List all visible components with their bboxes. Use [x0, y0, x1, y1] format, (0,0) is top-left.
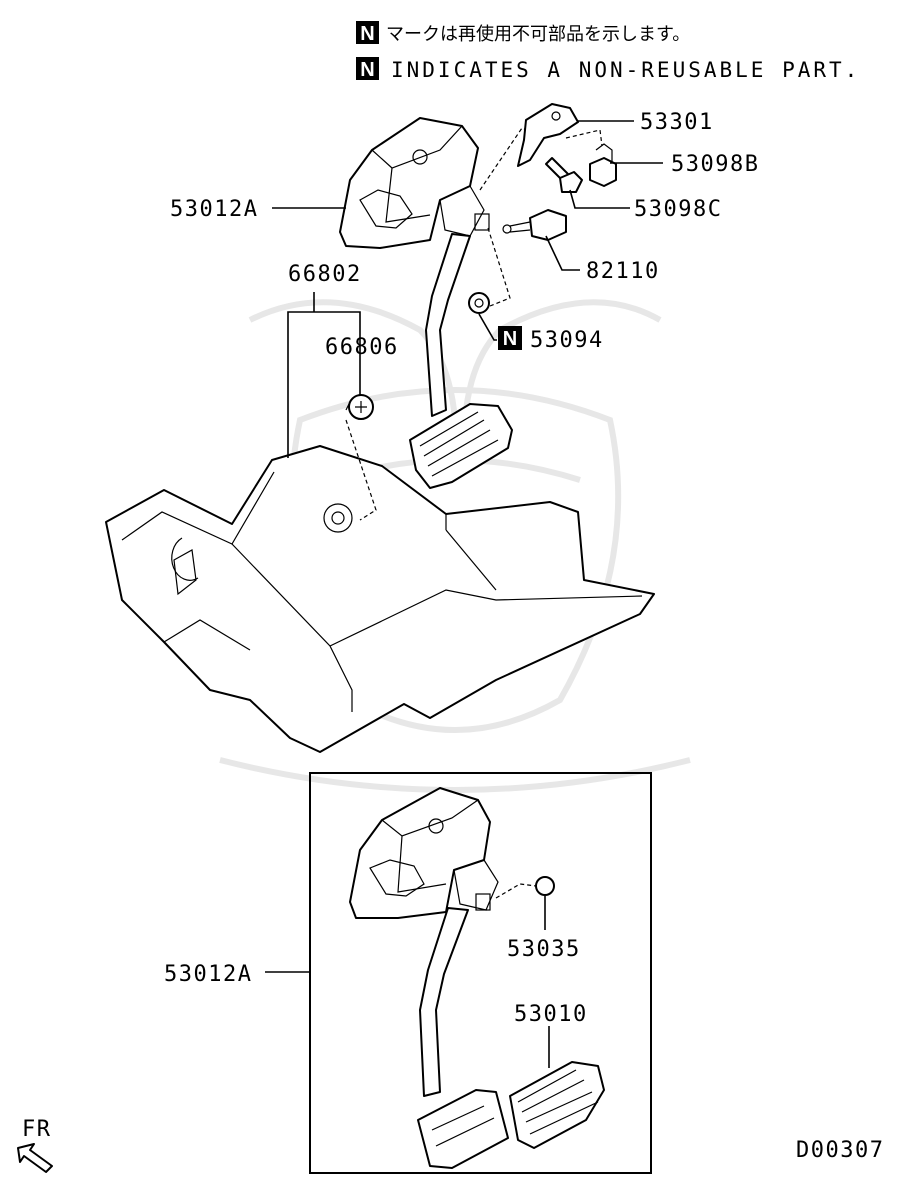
n-badge-letter: N [503, 328, 517, 350]
note-english: INDICATES A NON-REUSABLE PART. [391, 58, 860, 82]
alternate-assembly-box [309, 772, 652, 1174]
n-badge-icon [356, 21, 379, 44]
diagram-code: D00307 [796, 1138, 884, 1163]
n-badge-letter: N [360, 59, 374, 81]
front-direction-indicator: FR [17, 1117, 53, 1173]
front-arrow-icon [17, 1143, 53, 1173]
note-japanese: マークは再使用不可部品を示します。 [386, 24, 690, 45]
n-badge-icon [498, 326, 522, 350]
label-53094: 53094 [530, 328, 604, 353]
label-53098b: 53098B [671, 152, 759, 177]
pedal-base-panel [105, 394, 655, 753]
leader-lines [265, 120, 663, 1068]
label-53098c: 53098C [634, 197, 722, 222]
label-53010: 53010 [514, 1002, 588, 1027]
part-labels: 53301 53098B 53012A 53098C 82110 66802 6… [164, 110, 759, 1027]
non-reusable-note: N マークは再使用不可部品を示します。 N INDICATES A NON-RE… [356, 21, 860, 82]
n-badge-icon [356, 57, 379, 80]
label-53012a-top: 53012A [170, 197, 258, 222]
label-82110: 82110 [586, 259, 660, 284]
n-badge-letter: N [360, 23, 374, 45]
label-66802: 66802 [288, 262, 362, 287]
small-parts [468, 103, 617, 314]
label-53301: 53301 [640, 110, 714, 135]
upper-pedal-assembly [339, 117, 533, 489]
label-53012a-bottom: 53012A [164, 962, 252, 987]
fr-label: FR [22, 1117, 52, 1142]
alternate-pedal-assembly [349, 787, 605, 1169]
label-53035: 53035 [507, 937, 581, 962]
label-66806: 66806 [325, 335, 399, 360]
